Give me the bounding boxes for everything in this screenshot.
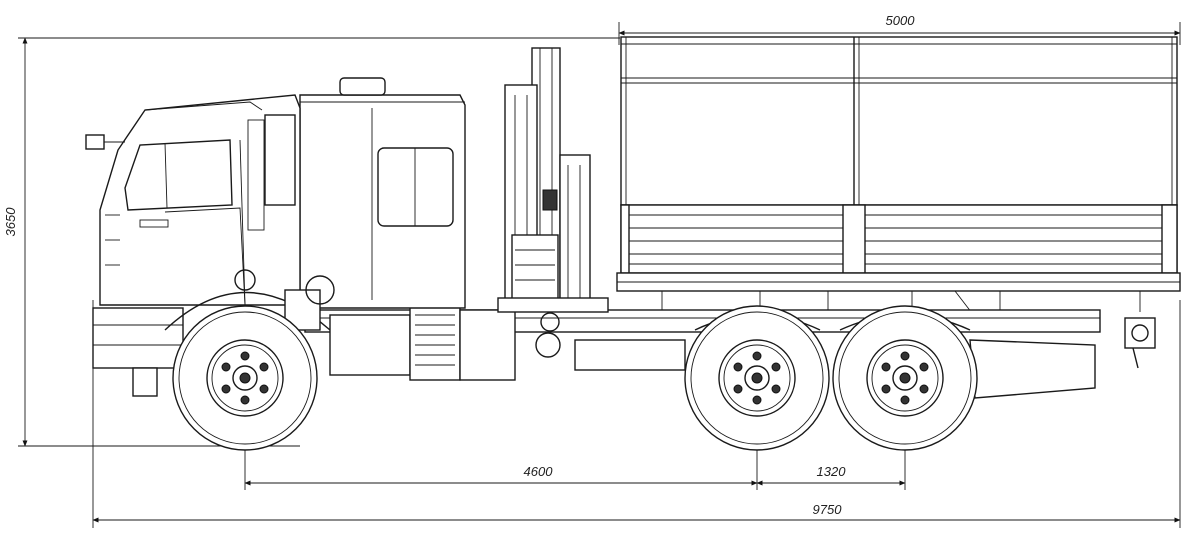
rear-wheel-1 — [684, 305, 830, 451]
overall-length-label: 9750 — [813, 502, 843, 517]
rear-axle-spacing-label: 1320 — [817, 464, 847, 479]
overall-height-label: 3650 — [3, 207, 18, 237]
loader-crane — [497, 47, 609, 313]
dimension-lines — [18, 22, 1181, 528]
wheelbase-label: 4600 — [524, 464, 554, 479]
cargo-platform — [616, 36, 1181, 331]
drivers-cab — [85, 94, 335, 397]
crew-cabin — [299, 77, 466, 309]
platform-length-label: 5000 — [886, 13, 916, 28]
front-wheel — [172, 305, 318, 451]
rear-wheel-2 — [832, 305, 978, 451]
